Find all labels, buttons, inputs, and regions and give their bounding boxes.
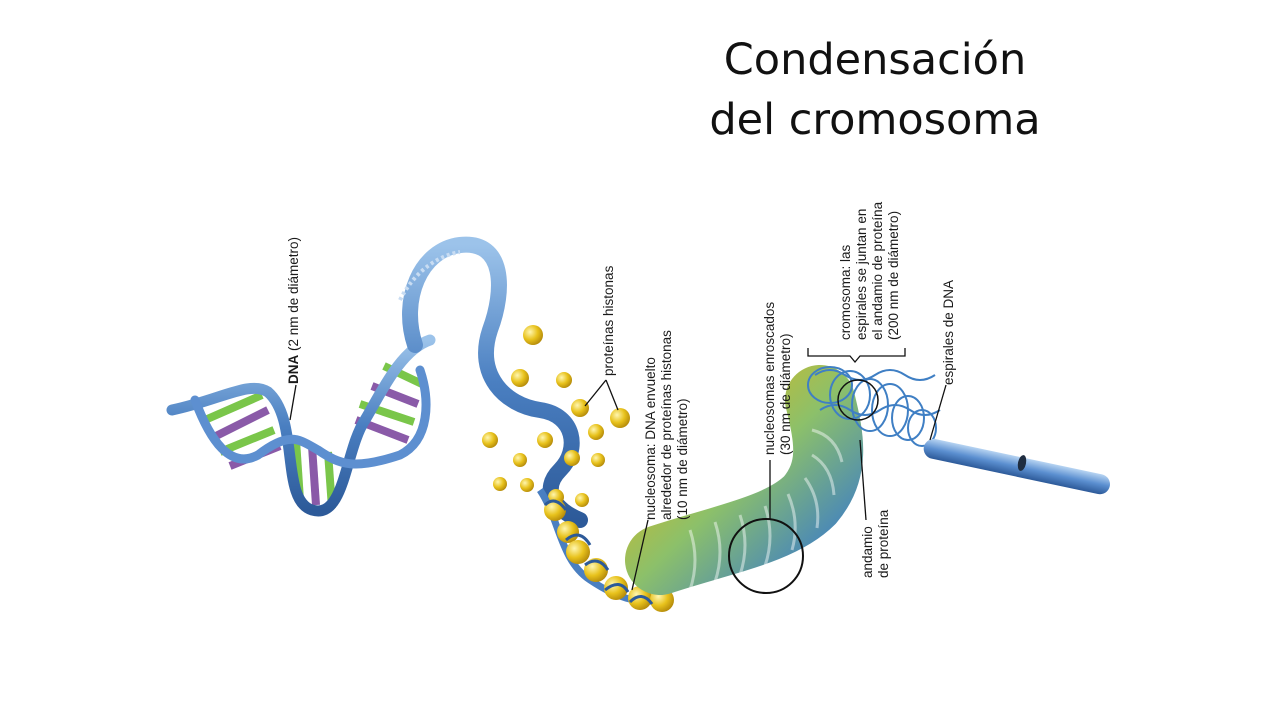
histone-proteins	[482, 325, 630, 507]
label-cromosoma-1: cromosoma: las	[838, 244, 853, 340]
label-nucleosoma-1: nucleosoma: DNA envuelto	[643, 357, 658, 520]
nucleosome-string	[537, 488, 674, 612]
scaffold-highlight-circle	[837, 379, 879, 421]
label-enroscados: nucleosomas enroscados (30 nm de diámetr…	[762, 302, 793, 455]
dna-backbone-2	[190, 365, 431, 469]
label-andamio-2: de proteína	[876, 509, 891, 578]
label-enroscados-2: (30 nm de diámetro)	[778, 333, 793, 455]
label-cromosoma: cromosoma: las espirales se juntan en el…	[838, 201, 901, 340]
chromosome-rod	[923, 438, 1110, 495]
title-line-2: del cromosoma	[709, 95, 1041, 145]
label-cromosoma-4: (200 nm de diámetro)	[886, 211, 901, 340]
label-nucleosoma: nucleosoma: DNA envuelto alrededor de pr…	[643, 330, 690, 520]
coiled-fiber	[625, 365, 864, 595]
dna-coils	[807, 366, 941, 447]
label-cromosoma-2: espirales se juntan en	[854, 209, 869, 340]
label-cromosoma-3: el andamio de proteína	[870, 201, 885, 340]
label-andamio: andamio de proteína	[860, 509, 891, 578]
dna-backbone-1	[166, 334, 436, 517]
slide-title: Condensación del cromosoma	[620, 30, 1130, 150]
label-dna-rest: (2 nm de diámetro)	[286, 237, 301, 355]
label-dna-bold: DNA	[286, 355, 301, 384]
label-espirales: espirales de DNA	[941, 280, 956, 385]
label-nucleosoma-3: (10 nm de diámetro)	[675, 398, 690, 520]
label-histonas: proteínas histonas	[601, 265, 616, 376]
dna-ribbon-loop	[398, 236, 588, 528]
leader-lines	[289, 348, 947, 591]
label-enroscados-1: nucleosomas enroscados	[762, 302, 777, 455]
fiber-highlight-circle	[728, 518, 804, 594]
label-andamio-1: andamio	[860, 526, 875, 578]
label-dna: DNA (2 nm de diámetro)	[286, 237, 301, 384]
dna-double-helix	[166, 334, 436, 517]
title-line-1: Condensación	[723, 35, 1027, 85]
label-nucleosoma-2: alrededor de proteínas histonas	[659, 330, 674, 520]
